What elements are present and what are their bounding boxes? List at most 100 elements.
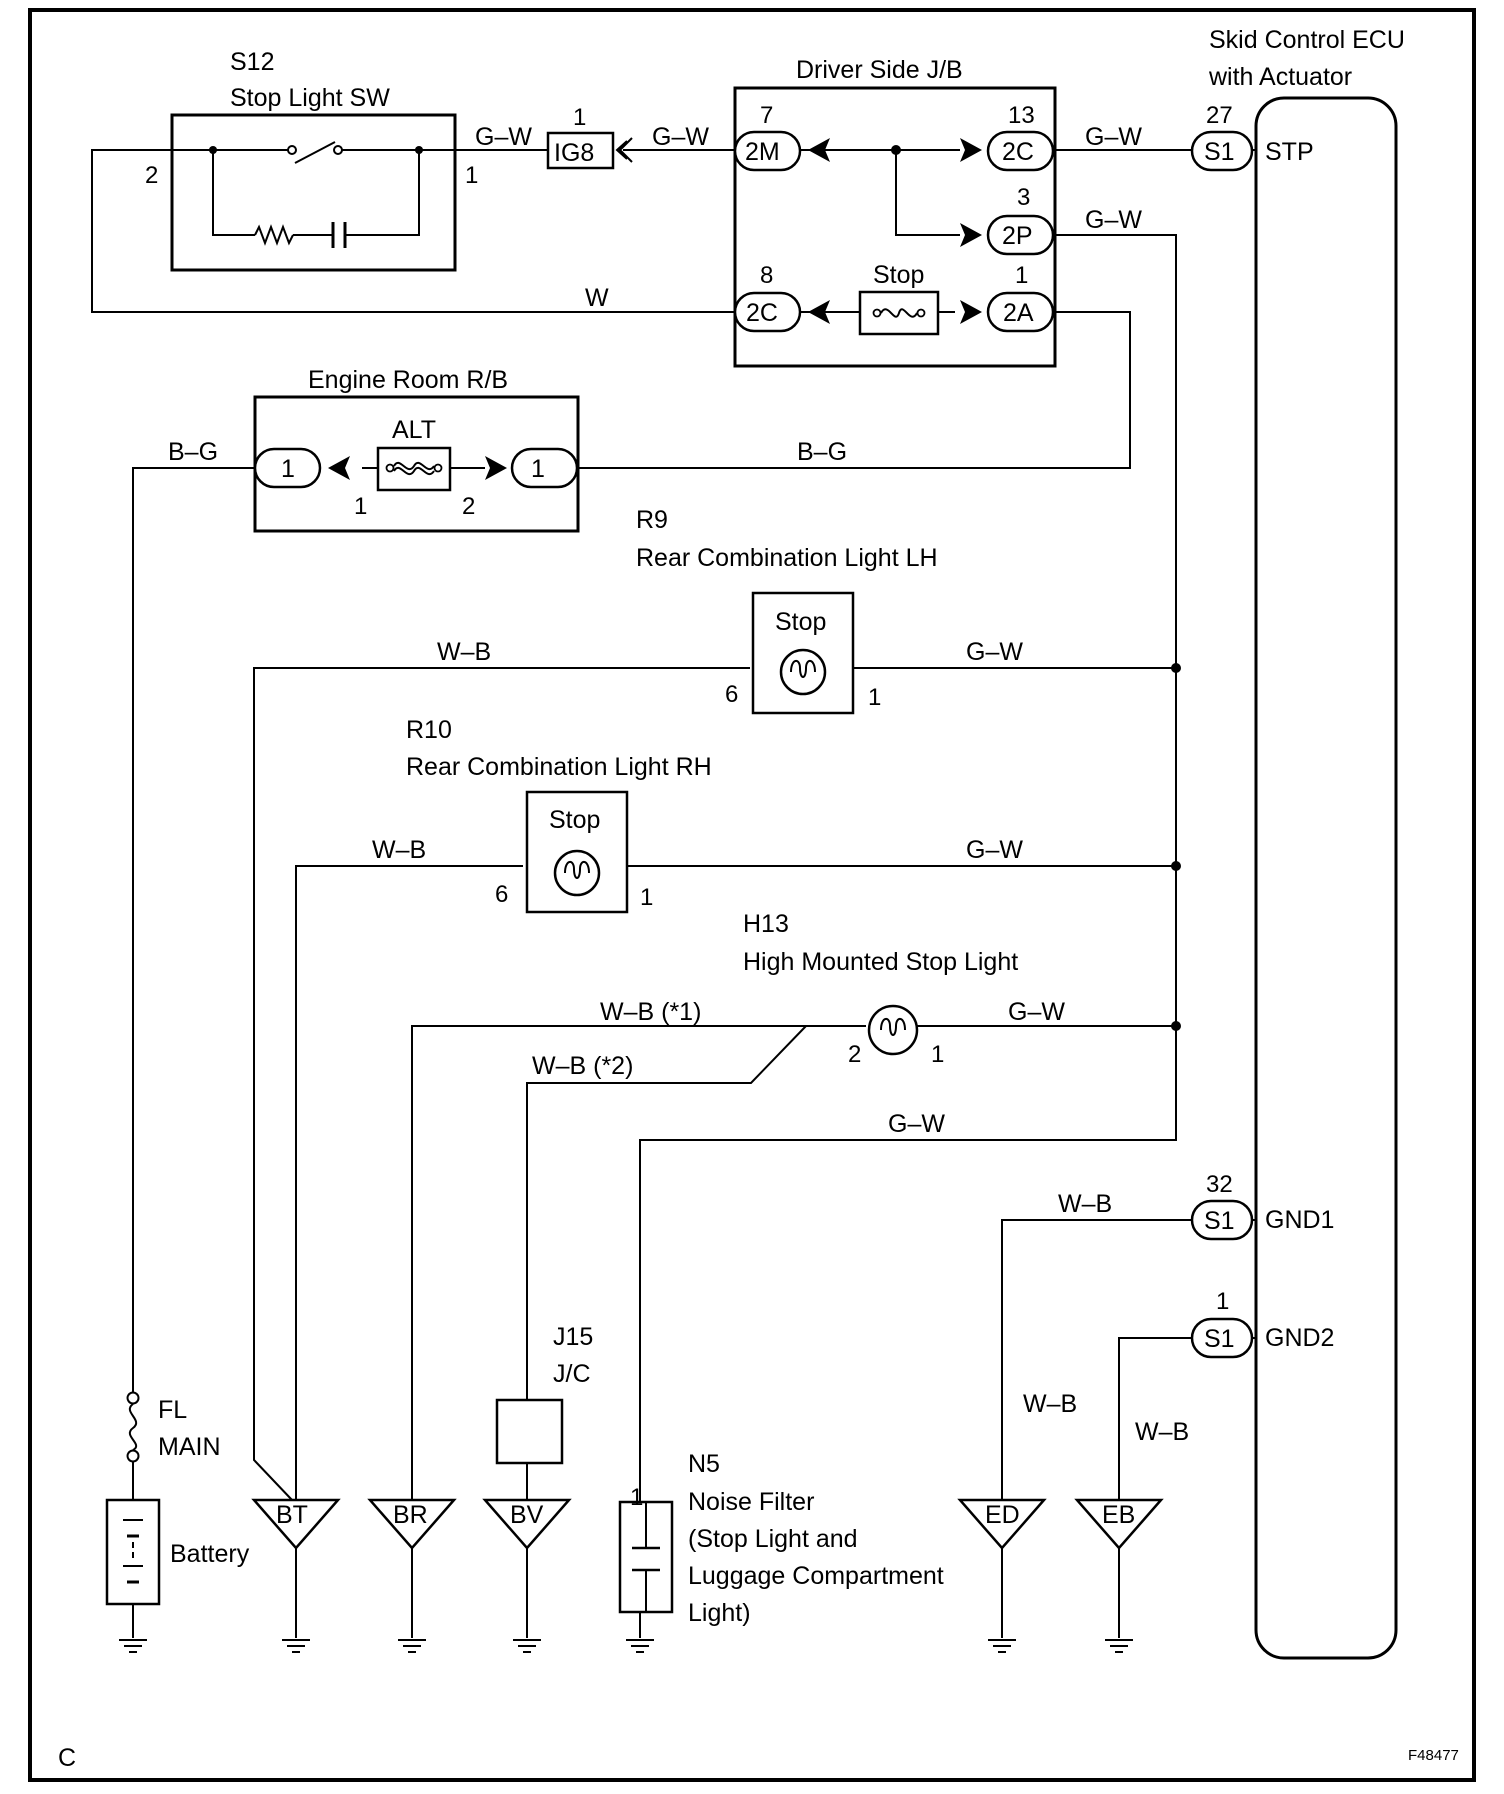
earth-icon [118,1639,148,1653]
wire-label: G–W [652,123,709,151]
fl-main-line2: MAIN [158,1433,221,1461]
battery-label: Battery [170,1540,250,1568]
ground-bv-label: BV [510,1501,544,1529]
jb-connector-2c-in [733,291,802,333]
h13-pin-1: 1 [931,1041,944,1068]
wire-label: B–G [797,438,847,466]
rb-name: Engine Room R/B [308,366,508,394]
r10-name: Rear Combination Light RH [406,753,712,781]
wire-label: B–G [168,438,218,466]
driver-side-jb [733,86,1057,368]
junction-dot [1171,663,1181,673]
jb-pin-8: 8 [760,262,773,289]
battery-icon [105,1498,161,1606]
terminal-arrow [960,300,982,324]
h13-pin-2: 2 [848,1041,861,1068]
earth-icon [987,1639,1017,1653]
r10-pin-1: 1 [640,884,653,911]
j15-name: J/C [553,1360,591,1388]
wire-label: G–W [966,836,1023,864]
alt-pin-1: 1 [354,493,367,520]
ecu-terminal-gnd2: GND2 [1265,1324,1334,1352]
ecu-connector-gnd2 [1190,1317,1254,1359]
r9-code: R9 [636,506,668,534]
ground-br-label: BR [393,1501,428,1529]
wire-label: W–B [1135,1418,1189,1446]
ground-point-bv [482,1498,572,1550]
r9-pin-1: 1 [868,684,881,711]
terminal-arrow [808,138,830,162]
ecu-name-line2: with Actuator [1208,63,1352,91]
ground-point-br [367,1498,457,1550]
jb-pin-13: 13 [1008,102,1035,129]
bulb-icon [553,849,601,897]
earth-icon [397,1639,427,1653]
ecu-gnd1-conn: S1 [1204,1207,1235,1235]
r10-code: R10 [406,716,452,744]
skid-control-ecu [1254,96,1398,1660]
ground-bt-label: BT [276,1501,308,1529]
stop-fuse-label: Stop [873,261,924,289]
jb-2c-in-label: 2C [746,299,778,327]
wire-network [91,145,1256,1638]
n5-code: N5 [688,1450,720,1478]
r9-pin-6: 6 [725,681,738,708]
wire-label: G–W [966,638,1023,666]
h13-high-mounted-stop-light [867,1004,919,1056]
alt-pin-2: 2 [462,493,475,520]
jb-connector-2c-out [986,130,1055,172]
terminal-arrow [808,300,830,324]
ground-point-bt [251,1498,341,1550]
ecu-stp-conn: S1 [1204,138,1235,166]
jb-pin-7: 7 [760,102,773,129]
junction-dot [1171,861,1181,871]
ig8-connector [546,131,615,170]
wire-label: G–W [888,1110,945,1138]
jb-connector-2p [986,214,1055,256]
rb-left-label: 1 [281,455,295,483]
bulb-icon [779,648,827,696]
wire-label: W–B (*1) [600,998,701,1026]
ecu-pin-1: 1 [1216,1288,1229,1315]
r10-pin-6: 6 [495,881,508,908]
wire-label: W–B [1023,1390,1077,1418]
terminal-arrow [328,456,350,480]
wire-label: G–W [1085,206,1142,234]
stop-light-switch [170,113,457,272]
alt-fuse-label: ALT [392,416,436,444]
n5-name-line3: Luggage Compartment [688,1562,944,1590]
j15-junction-connector [495,1398,564,1465]
jb-pin-3: 3 [1017,184,1030,211]
r9-lamp-label: Stop [775,608,826,636]
wire-label: W–B [372,836,426,864]
jb-2c-out-label: 2C [1002,138,1034,166]
junction-dot [891,145,901,155]
jb-pin-1: 1 [1015,262,1028,289]
earth-icon [1104,1639,1134,1653]
fusible-link-icon [126,1391,140,1463]
n5-pin-1: 1 [630,1484,643,1511]
ecu-name-line1: Skid Control ECU [1209,26,1405,54]
r9-name: Rear Combination Light LH [636,544,938,572]
earth-icon [281,1639,311,1653]
rb-right-label: 1 [531,455,545,483]
wire-label: W–B [1058,1190,1112,1218]
wire-label: G–W [1008,998,1065,1026]
h13-code: H13 [743,910,789,938]
junction-dot [1171,1021,1181,1031]
ig8-pin: 1 [573,104,586,131]
s12-code: S12 [230,48,274,76]
fl-main-line1: FL [158,1396,187,1424]
jb-2a-label: 2A [1003,299,1034,327]
h13-name: High Mounted Stop Light [743,948,1018,976]
ground-point-ed [957,1498,1047,1550]
rb-connector-right [510,447,579,489]
ground-eb-label: EB [1102,1501,1135,1529]
ecu-pin-27: 27 [1206,102,1233,129]
s12-pin-left: 2 [145,162,158,189]
ecu-terminal-stp: STP [1265,138,1314,166]
ig8-label: IG8 [554,139,594,167]
earth-icon [512,1639,542,1653]
ground-ed-label: ED [985,1501,1020,1529]
